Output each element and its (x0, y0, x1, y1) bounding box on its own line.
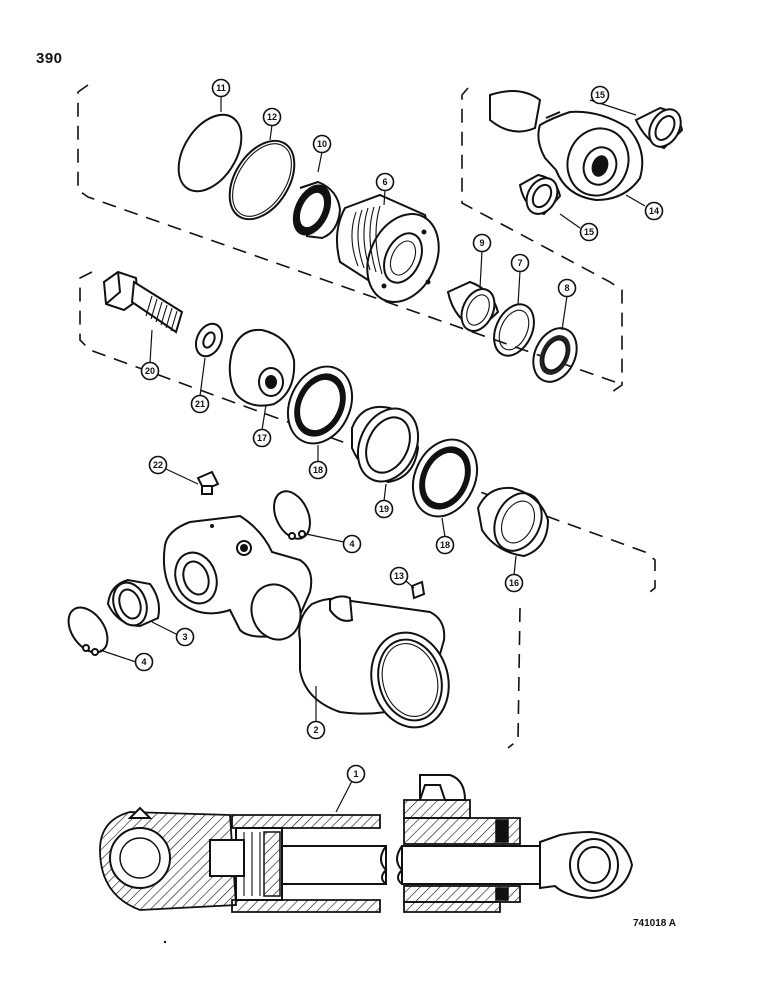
svg-text:15: 15 (595, 90, 605, 100)
part-3-bushing (106, 578, 160, 628)
callout-21: 21 (190, 394, 210, 414)
svg-text:6: 6 (382, 177, 387, 187)
svg-text:18: 18 (313, 465, 323, 475)
callout-17: 17 (252, 428, 272, 448)
svg-text:13: 13 (394, 571, 404, 581)
callout-6: 6 (375, 172, 395, 192)
svg-text:7: 7 (517, 258, 522, 268)
barrel-end-clevis (162, 514, 313, 641)
part-6-gland (335, 193, 440, 303)
svg-text:17: 17 (257, 433, 267, 443)
callout-4-upper: 4 (342, 534, 362, 554)
svg-text:15: 15 (584, 227, 594, 237)
part-18-seal-b (411, 438, 479, 518)
svg-text:1: 1 (353, 769, 358, 779)
callout-16: 16 (504, 573, 524, 593)
callout-8: 8 (557, 278, 577, 298)
callout-12: 12 (262, 107, 282, 127)
part-15-bushing-upper (634, 106, 684, 150)
part-21-washer (194, 322, 224, 358)
figure-code: 741018 A (633, 918, 676, 929)
callout-4-lower: 4 (134, 652, 154, 672)
callout-15-upper: 15 (590, 85, 610, 105)
callout-2: 2 (306, 720, 326, 740)
dashed-group-outlines (77, 84, 656, 749)
part-16-piston-seal (476, 486, 550, 558)
part-4-snap-ring-lower (67, 606, 109, 656)
page-number: 390 (36, 50, 63, 67)
part-13-set-screw (410, 580, 426, 600)
part-19-wear-ring (351, 406, 420, 484)
svg-text:14: 14 (649, 206, 659, 216)
part-7-wear-ring (493, 303, 535, 357)
part-17-spacer (228, 328, 296, 407)
svg-text:9: 9 (479, 238, 484, 248)
part-20-bolt (102, 270, 184, 334)
svg-text:21: 21 (195, 399, 205, 409)
svg-text:19: 19 (379, 504, 389, 514)
part-2-cylinder-barrel (298, 595, 450, 729)
svg-text:22: 22 (153, 460, 163, 470)
svg-text:4: 4 (349, 539, 354, 549)
svg-text:12: 12 (267, 112, 277, 122)
part-12-backup-ring (228, 139, 296, 221)
svg-text:11: 11 (216, 83, 226, 93)
part-1-assembled-cylinder (99, 774, 634, 913)
callout-18-b: 18 (435, 535, 455, 555)
part-10-wiper-seal (292, 180, 342, 240)
svg-text:8: 8 (564, 283, 569, 293)
callout-20: 20 (140, 361, 160, 381)
dot-mark (163, 940, 167, 944)
callout-1: 1 (346, 764, 366, 784)
callout-19: 19 (374, 499, 394, 519)
svg-text:10: 10 (317, 139, 327, 149)
svg-text:18: 18 (440, 540, 450, 550)
part-9-bushing (446, 280, 500, 332)
callout-14: 14 (644, 201, 664, 221)
callout-15-lower: 15 (579, 222, 599, 242)
part-18-seal-a (286, 365, 354, 445)
callout-7: 7 (510, 253, 530, 273)
svg-text:2: 2 (313, 725, 318, 735)
part-8-rod-seal (532, 327, 578, 383)
svg-text:3: 3 (182, 632, 187, 642)
part-15-bushing-lower (518, 173, 562, 216)
part-4-snap-ring-upper (273, 490, 311, 540)
leader-lines (99, 96, 646, 813)
callout-10: 10 (312, 134, 332, 154)
svg-text:20: 20 (145, 366, 155, 376)
svg-text:16: 16 (509, 578, 519, 588)
callout-3: 3 (175, 627, 195, 647)
part-11-o-ring (177, 113, 243, 193)
svg-text:4: 4 (141, 657, 146, 667)
part-22-grease-fitting (196, 470, 220, 495)
callout-13: 13 (389, 566, 409, 586)
callout-22: 22 (148, 455, 168, 475)
callout-18-a: 18 (308, 460, 328, 480)
callout-9: 9 (472, 233, 492, 253)
part-14-rod-eye (489, 90, 644, 202)
callout-11: 11 (211, 78, 231, 98)
